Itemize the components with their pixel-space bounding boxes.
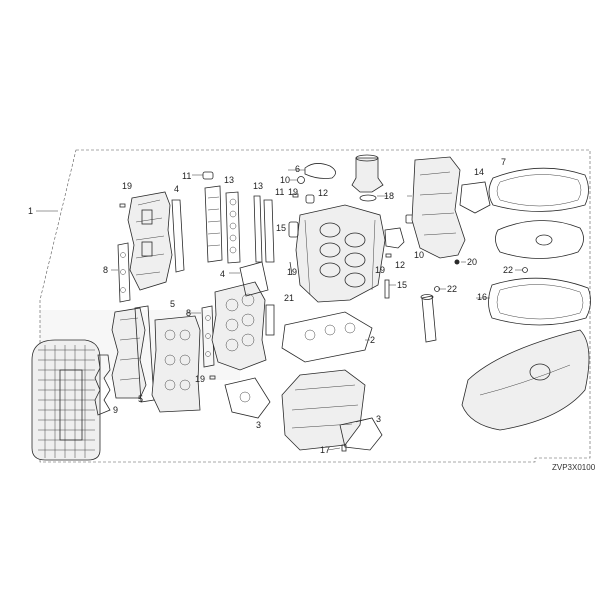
oil-pan: [461, 329, 590, 431]
callout-10a: 10: [280, 175, 290, 185]
gasket-4-upper: [171, 199, 185, 273]
callout-8b: 8: [186, 308, 191, 318]
gasket-strip-11: [204, 185, 223, 263]
gasket-3-lower-left: [224, 377, 271, 419]
intake-plenum-cover: [31, 339, 101, 461]
callout-4a: 4: [174, 184, 179, 194]
callout-3b: 3: [376, 414, 381, 424]
seal-11: [202, 171, 214, 180]
callout-6: 6: [295, 164, 300, 174]
bolt-17: [341, 444, 347, 452]
callout-13a: 13: [224, 175, 234, 185]
callout-3a: 3: [256, 420, 261, 430]
callout-19e: 19: [195, 374, 205, 384]
fitting-12: [305, 194, 315, 204]
callout-15a: 15: [276, 223, 286, 233]
head-gasket-2: [281, 311, 373, 363]
callout-12b: 12: [395, 260, 405, 270]
cylinder-head-right: [211, 281, 267, 371]
seal-15b: [384, 279, 390, 299]
callout-11a: 11: [182, 171, 191, 181]
assembly-frame: [39, 149, 591, 463]
intake-manifold-upper: [127, 191, 173, 291]
gasket-4-lower: [239, 261, 269, 297]
o-ring-10: [297, 176, 305, 184]
callout-2: 2: [370, 335, 375, 345]
pin-21: [289, 261, 293, 276]
callout-19c: 19: [287, 267, 297, 277]
callout-22a: 22: [447, 284, 457, 294]
gasket-14: [459, 181, 491, 214]
callout-21: 21: [284, 293, 294, 303]
callout-12a: 12: [318, 188, 328, 198]
callout-5b: 5: [138, 394, 143, 404]
leader-lines: [111, 169, 522, 451]
gasket-8-lower: [201, 305, 215, 368]
callout-8a: 8: [103, 265, 108, 275]
bolt-19a: [119, 203, 126, 208]
exhaust-manifold: [411, 156, 466, 259]
callout-20: 20: [467, 257, 477, 267]
gasket-6: [304, 163, 336, 179]
gasket-9: [94, 354, 111, 416]
callout-22b: 22: [503, 265, 513, 275]
callout-5a: 5: [170, 299, 175, 309]
gasket-8-upper: [117, 242, 131, 303]
oil-strainer: [420, 294, 437, 343]
gasket-strip-13b: [253, 195, 263, 263]
gasket-middle-plate: [495, 220, 584, 259]
callout-19a: 19: [122, 181, 132, 191]
callout-16: 16: [477, 292, 487, 302]
callout-7: 7: [501, 157, 506, 167]
callout-15b: 15: [397, 280, 407, 290]
callout-14: 14: [474, 167, 484, 177]
cylinder-head-center: [151, 315, 201, 413]
thermostat-housing: [351, 154, 384, 202]
callout-11b: 11: [275, 187, 284, 197]
callout-18: 18: [384, 191, 394, 201]
callout-17: 17: [320, 445, 330, 455]
callout-19b: 19: [288, 187, 298, 197]
gasket-strip-11b: [263, 199, 275, 263]
bolt-19d: [209, 375, 216, 380]
plug-20: [454, 259, 460, 265]
diagram-code: ZVP3X0100: [552, 463, 596, 472]
cylinder-block: [295, 204, 386, 303]
callouts: 1 2 3 3 4 4 5 5 6 7 8 8 9 10 10 11 11 12…: [28, 157, 513, 455]
gasket-16: [488, 277, 591, 326]
callout-1: 1: [28, 206, 33, 216]
bolt-19b: [292, 193, 299, 198]
callout-10b: 10: [414, 250, 424, 260]
callout-19d: 19: [375, 265, 385, 275]
callout-4b: 4: [220, 269, 225, 279]
bracket-12: [384, 227, 405, 249]
o-ring-22b: [522, 267, 528, 273]
crankcase: [281, 369, 366, 451]
cylinder-head-left: [111, 307, 147, 399]
callout-13b: 13: [253, 181, 263, 191]
gasket-small-right: [265, 304, 275, 336]
gasket-7: [488, 167, 589, 212]
bolt-19c: [385, 253, 392, 258]
gasket-strip-13a: [225, 191, 241, 264]
seal-15a: [288, 221, 299, 238]
callout-9: 9: [113, 405, 118, 415]
